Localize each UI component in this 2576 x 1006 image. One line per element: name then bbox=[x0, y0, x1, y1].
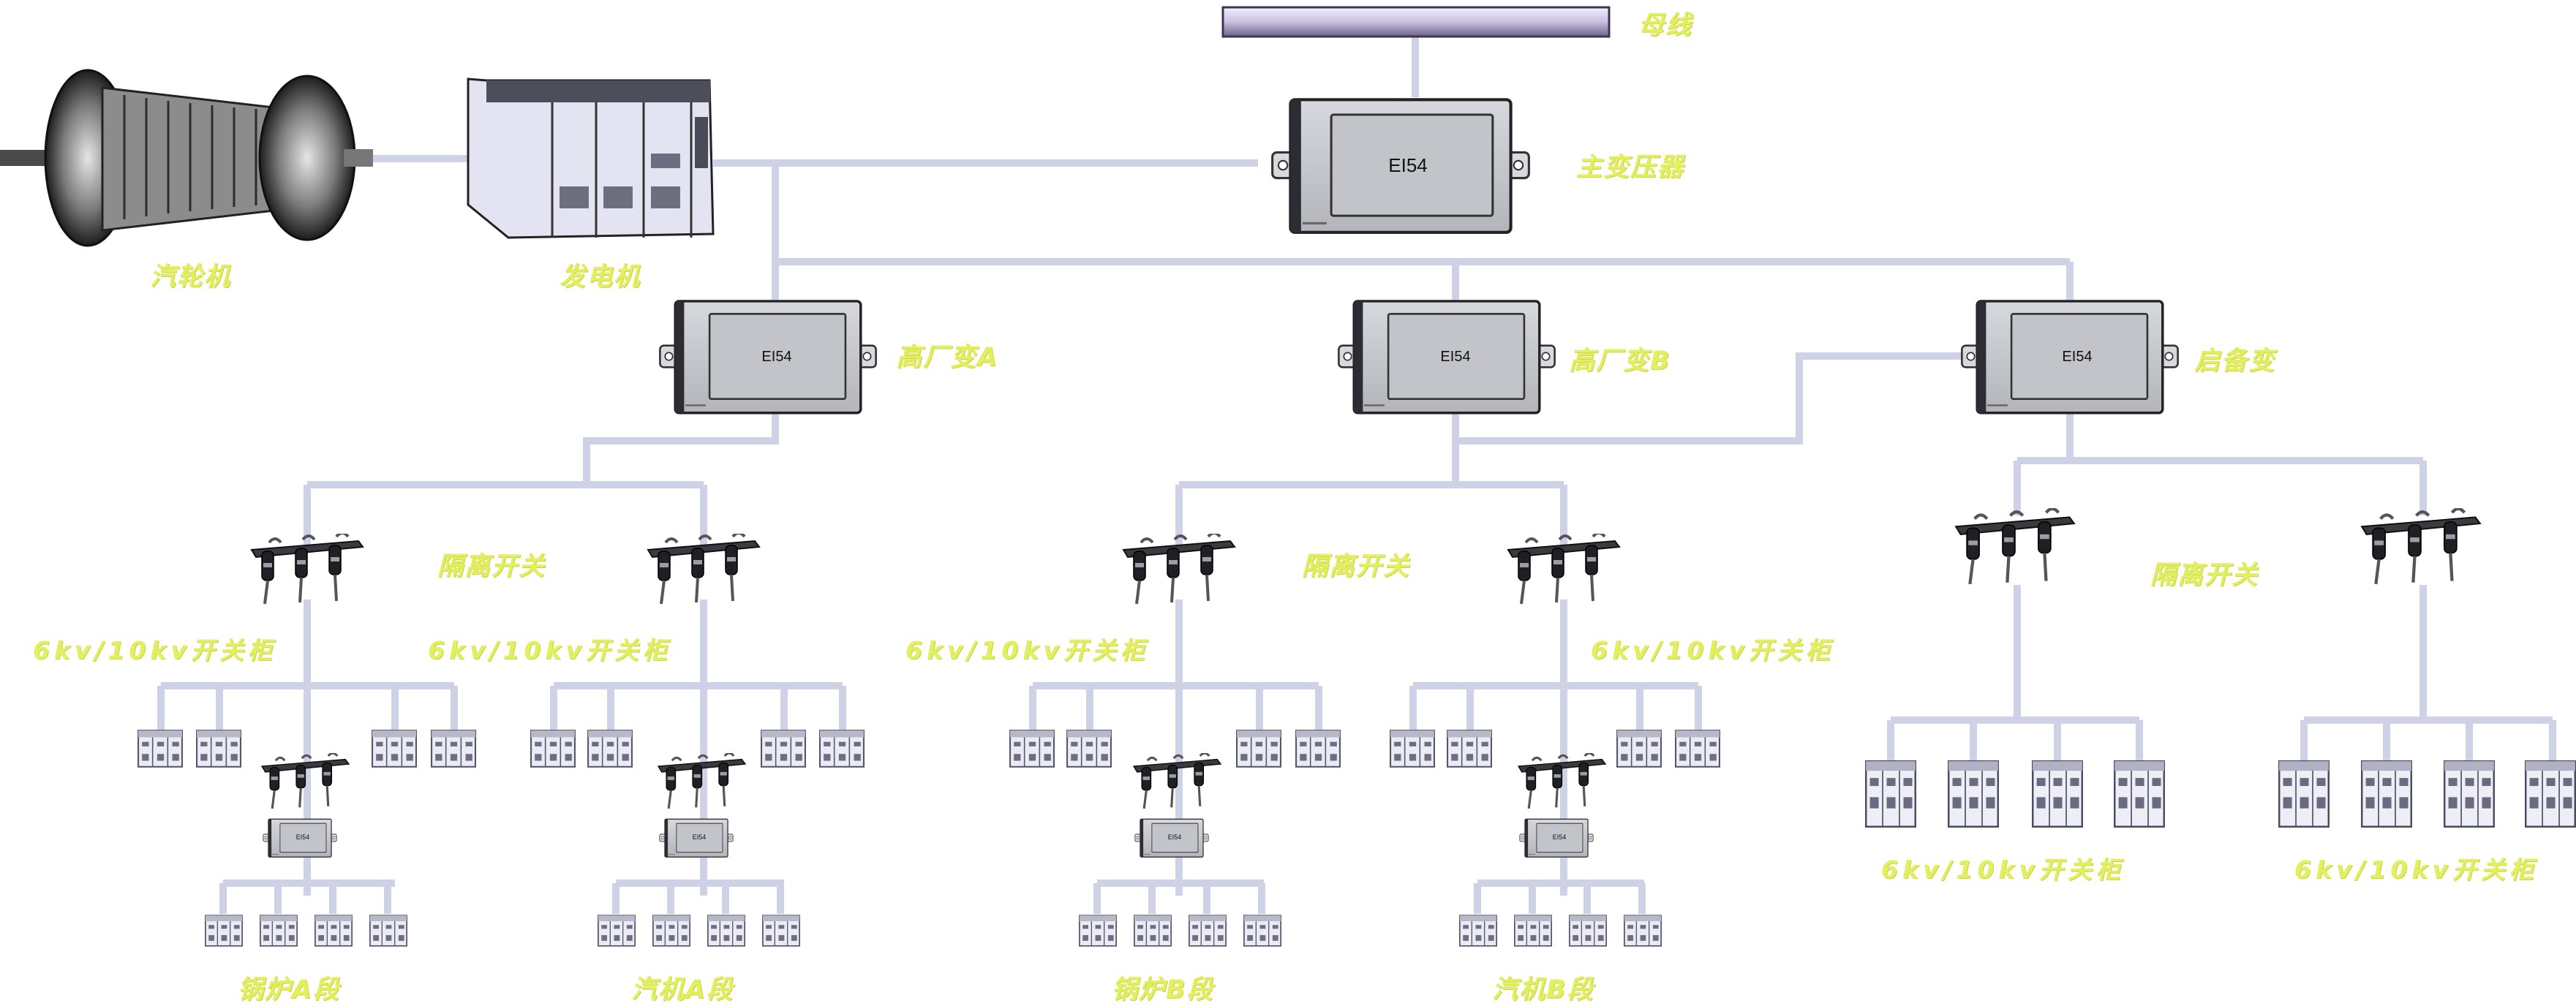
switchgear-cabinets bbox=[138, 730, 2576, 947]
switchgear-cabinet bbox=[1624, 915, 1662, 947]
switchgear-cabinet bbox=[1948, 760, 1999, 828]
isolator-switch bbox=[1956, 509, 2074, 584]
switchgear-cabinet bbox=[1447, 730, 1492, 768]
switchgear-cabinet bbox=[1066, 730, 1112, 768]
busbar-label: 母线 bbox=[1638, 11, 1693, 40]
switchgear-cabinet bbox=[2361, 760, 2412, 828]
main-transformer: EI54 bbox=[1273, 99, 1529, 232]
isolator-switch-label: 隔离开关 bbox=[437, 552, 546, 581]
switchgear-label: 6kv/10kv开关柜 bbox=[2294, 855, 2538, 884]
boiler-b-section-label: 锅炉B段 bbox=[1112, 975, 1214, 1005]
switchgear-cabinet bbox=[1079, 915, 1117, 947]
switchgear-cabinet bbox=[1675, 730, 1720, 768]
small-transformer-a2: EI54 bbox=[659, 818, 734, 858]
switchgear-cabinet bbox=[587, 730, 633, 768]
switchgear-cabinet bbox=[761, 730, 806, 768]
aux-transformer-b: EI54 bbox=[1337, 300, 1556, 415]
switchgear-cabinet bbox=[1236, 730, 1281, 768]
small-transformer-b2: EI54 bbox=[1519, 818, 1594, 858]
switchgear-cabinet bbox=[372, 730, 417, 768]
isolator-switch bbox=[2362, 509, 2480, 584]
switchgear-cabinet bbox=[1295, 730, 1341, 768]
switchgear-cabinet bbox=[819, 730, 865, 768]
switchgear-cabinet bbox=[652, 915, 690, 947]
switchgear-cabinet bbox=[598, 915, 636, 947]
steam-turbine-icon bbox=[0, 69, 373, 247]
switchgear-cabinet bbox=[369, 915, 407, 947]
switchgear-label: 6kv/10kv开关柜 bbox=[1591, 636, 1834, 665]
switchgear-cabinet bbox=[2444, 760, 2495, 828]
switchgear-cabinet bbox=[315, 915, 353, 947]
main-transformer-label: 主变压器 bbox=[1576, 153, 1685, 182]
switchgear-cabinet bbox=[431, 730, 476, 768]
switchgear-cabinet bbox=[1569, 915, 1607, 947]
startup-transformer-tag: EI54 bbox=[2062, 349, 2092, 365]
switchgear-cabinet bbox=[1189, 915, 1227, 947]
aux-transformer-a: EI54 bbox=[658, 300, 878, 415]
switchgear-label: 6kv/10kv开关柜 bbox=[905, 636, 1149, 665]
switchgear-label: 6kv/10kv开关柜 bbox=[33, 636, 276, 665]
switchgear-label: 6kv/10kv开关柜 bbox=[428, 636, 671, 665]
switchgear-cabinet bbox=[1009, 730, 1055, 768]
turbine-a-section-label: 汽机A段 bbox=[631, 975, 734, 1005]
switchgear-cabinet bbox=[2525, 760, 2576, 828]
switchgear-cabinet bbox=[1459, 915, 1497, 947]
svg-text:EI54: EI54 bbox=[296, 833, 310, 841]
small-transformer-b1: EI54 bbox=[1134, 818, 1209, 858]
switchgear-cabinet bbox=[1865, 760, 1916, 828]
small-transformer-a1: EI54 bbox=[263, 818, 337, 858]
isolator-switch-label: 隔离开关 bbox=[1302, 552, 1411, 581]
switchgear-cabinet bbox=[138, 730, 183, 768]
generator-icon bbox=[467, 77, 715, 239]
boiler-a-section-label: 锅炉A段 bbox=[238, 975, 341, 1005]
turbine-label: 汽轮机 bbox=[150, 262, 232, 292]
isolator-switch-label: 隔离开关 bbox=[2150, 561, 2259, 590]
turbine-b-section-label: 汽机B段 bbox=[1492, 975, 1594, 1005]
main-transformer-tag: EI54 bbox=[1388, 154, 1428, 176]
switchgear-cabinet bbox=[196, 730, 241, 768]
switchgear-cabinet bbox=[707, 915, 745, 947]
switchgear-label: 6kv/10kv开关柜 bbox=[1881, 855, 2125, 884]
switchgear-cabinet bbox=[2114, 760, 2165, 828]
switchgear-cabinet bbox=[1134, 915, 1172, 947]
generator-label: 发电机 bbox=[560, 262, 641, 292]
aux-transformer-a-label: 高厂变A bbox=[896, 343, 999, 372]
switchgear-cabinet bbox=[2032, 760, 2083, 828]
busbar bbox=[1221, 6, 1611, 38]
aux-transformer-b-label: 高厂变B bbox=[1569, 347, 1671, 376]
startup-transformer-label: 启备变 bbox=[2194, 347, 2276, 376]
switchgear-cabinet bbox=[1514, 915, 1552, 947]
switchgear-cabinet bbox=[1243, 915, 1281, 947]
switchgear-cabinet bbox=[1616, 730, 1662, 768]
switchgear-cabinet bbox=[2278, 760, 2330, 828]
aux-transformer-b-tag: EI54 bbox=[1440, 349, 1470, 365]
svg-text:EI54: EI54 bbox=[1168, 833, 1182, 841]
switchgear-cabinet bbox=[205, 915, 243, 947]
switchgear-cabinet bbox=[1390, 730, 1435, 768]
svg-text:EI54: EI54 bbox=[1553, 833, 1567, 841]
svg-text:EI54: EI54 bbox=[693, 833, 707, 841]
switchgear-cabinet bbox=[530, 730, 576, 768]
switchgear-cabinet bbox=[762, 915, 800, 947]
aux-transformer-a-tag: EI54 bbox=[761, 349, 791, 365]
startup-transformer: EI54 bbox=[1960, 300, 2180, 415]
switchgear-cabinet bbox=[260, 915, 298, 947]
